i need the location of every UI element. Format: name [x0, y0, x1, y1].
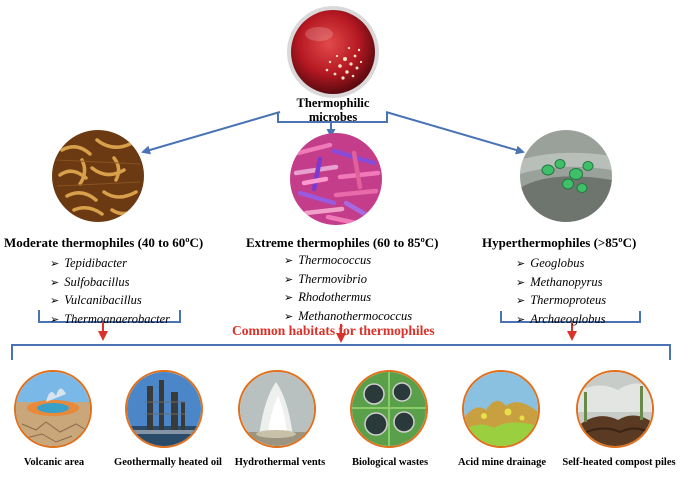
habitat-label: Biological wastes	[351, 457, 429, 468]
habitat-label: Acid mine drainage	[457, 457, 547, 468]
arrow-bullet-icon: ➢	[284, 255, 294, 267]
root-bracket	[277, 112, 388, 123]
arrow-bullet-icon: ➢	[284, 311, 294, 324]
volcanic-area-image	[14, 370, 92, 448]
list-item: ➢Sulfobacillus	[50, 274, 130, 289]
arrow-bullet-icon: ➢	[516, 295, 526, 308]
arrow-bullet-icon: ➢	[516, 258, 526, 270]
moderate-thermophile-image	[52, 130, 144, 222]
habitat-label: Volcanic area	[23, 457, 85, 468]
extreme-genus-list: ➢Thermococcus ➢Thermovibrio ➢Rhodothermu…	[284, 251, 412, 326]
moderate-bracket	[38, 310, 181, 323]
list-item: ➢Thermoanaerobacter	[50, 312, 170, 327]
list-item: ➢Tepidibacter	[50, 256, 127, 270]
arrow-bullet-icon: ➢	[284, 273, 294, 286]
list-item: ➢Thermoproteus	[516, 293, 607, 308]
moderate-title: Moderate thermophiles (40 to 60ºC)	[4, 235, 204, 250]
arrow-bullet-icon: ➢	[516, 314, 526, 327]
arrow-bullet-icon: ➢	[50, 295, 60, 308]
arrow-bullet-icon: ➢	[50, 258, 60, 270]
biological-wastes-image	[350, 370, 428, 448]
arrow-bullet-icon: ➢	[284, 292, 294, 305]
habitat-label: Hydrothermal vents	[234, 457, 326, 468]
hyperthermophile-image	[520, 130, 612, 222]
petri-dish-image	[285, 4, 381, 100]
hyper-bracket	[500, 311, 641, 323]
list-item: ➢Rhodothermus	[284, 290, 372, 305]
self-heated-compost-piles-image	[576, 370, 654, 448]
habitats-heading: Common habitats for thermophiles	[232, 323, 435, 338]
habitat-label: Geothermally heated oil	[114, 457, 222, 468]
list-item: ➢Geoglobus	[516, 256, 585, 270]
arrow-bullet-icon: ➢	[50, 276, 60, 289]
hyper-title: Hyperthermophiles (>85ºC)	[482, 235, 637, 250]
hydrothermal-vents-image	[238, 370, 316, 448]
list-item: ➢Vulcanibacillus	[50, 293, 142, 308]
list-item: ➢Thermovibrio	[284, 271, 367, 286]
habitat-label: Self-heated compost piles	[562, 457, 676, 468]
list-item: ➢Thermococcus	[284, 253, 372, 267]
moderate-genus-list: ➢Tepidibacter ➢Sulfobacillus ➢Vulcanibac…	[50, 254, 170, 329]
root-label: Thermophilic microbes	[296, 96, 370, 124]
list-item: ➢Archaeoglobus	[516, 312, 606, 327]
list-item: ➢Methanopyrus	[516, 274, 603, 289]
arrow-bullet-icon: ➢	[516, 276, 526, 289]
extreme-title: Extreme thermophiles (60 to 85ºC)	[246, 235, 439, 250]
habitats-bracket	[11, 344, 671, 360]
list-item: ➢Methanothermococcus	[284, 309, 413, 324]
arrow-to-hyper	[385, 111, 525, 155]
arrow-bullet-icon: ➢	[50, 314, 60, 327]
arrow-to-moderate	[141, 111, 281, 155]
acid-mine-drainage-image	[462, 370, 540, 448]
hyper-genus-list: ➢Geoglobus ➢Methanopyrus ➢Thermoproteus …	[516, 254, 606, 329]
extreme-thermophile-image	[290, 133, 382, 225]
geothermally-heated-oil-image	[125, 370, 203, 448]
